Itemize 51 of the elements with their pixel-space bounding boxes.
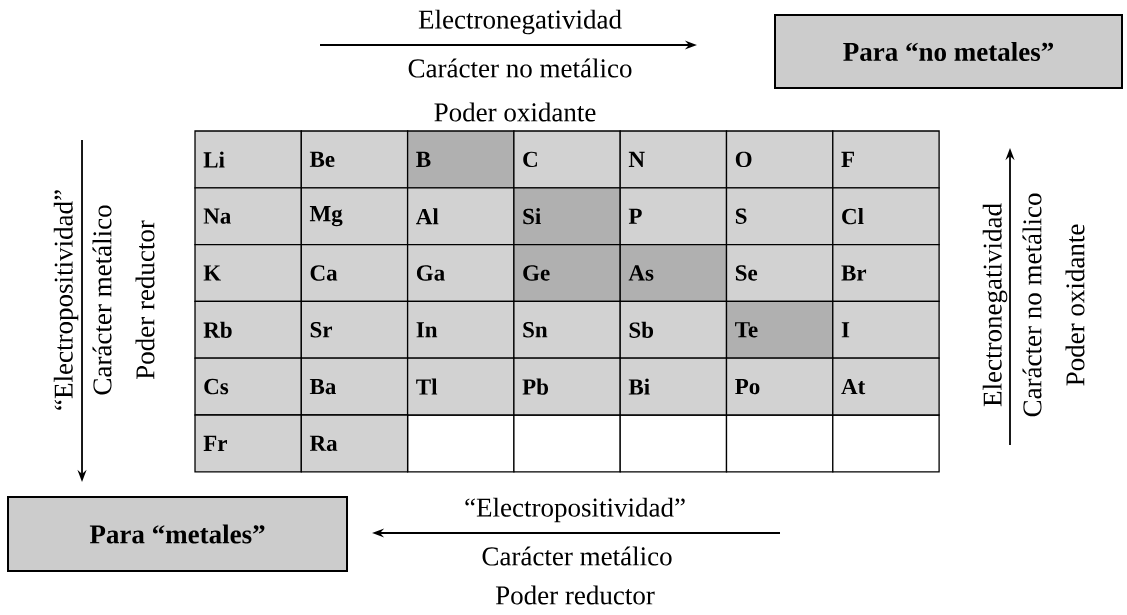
element-cell: B	[406, 130, 515, 189]
element-cell: Se	[725, 243, 834, 303]
trend-label: Carácter metálico	[482, 546, 672, 566]
trend-label: Poder oxidante	[1065, 224, 1085, 386]
element-cell: Mg	[300, 187, 409, 246]
element-cell: S	[725, 187, 834, 246]
element-cell: I	[832, 300, 940, 359]
label-box: Para “metales”	[7, 496, 348, 572]
trend-label: Poder oxidante	[434, 102, 596, 122]
element-cell: F	[832, 130, 940, 189]
element-cell: Te	[725, 300, 834, 359]
element-cell: Sn	[513, 300, 621, 359]
trend-label: Electronegatividad	[982, 203, 1008, 407]
trend-label: Carácter no metálico	[408, 58, 632, 78]
element-cell: Tl	[406, 357, 515, 416]
element-cell: As	[619, 243, 728, 303]
element-cell: Na	[194, 187, 302, 246]
element-cell: Ba	[300, 357, 409, 416]
trend-label: Electronegatividad	[418, 9, 622, 35]
element-cell: Cs	[194, 357, 302, 416]
element-cell: Sr	[300, 300, 409, 359]
trend-label: “Electropositividad”	[465, 497, 685, 523]
trend-label: Carácter no metálico	[1022, 193, 1042, 417]
trend-label: “Electropositividad”	[53, 190, 79, 410]
element-cell: Rb	[194, 300, 302, 359]
element-cell: Li	[194, 130, 302, 189]
element-cell: Ra	[300, 414, 409, 473]
element-cell: O	[725, 130, 834, 189]
element-cell: Cl	[832, 187, 940, 246]
element-cell: K	[194, 243, 302, 303]
trend-label: Poder reductor	[135, 220, 155, 380]
element-cell: P	[619, 187, 728, 246]
element-cell: Bi	[619, 357, 728, 416]
element-cell: At	[832, 357, 940, 416]
trend-label: Poder reductor	[495, 585, 655, 605]
element-cell: N	[619, 130, 728, 189]
trend-label: Carácter metálico	[92, 205, 112, 395]
element-cell: Br	[832, 243, 940, 303]
element-cell: In	[406, 300, 515, 359]
element-cell: Sb	[619, 300, 728, 359]
element-cell: Si	[513, 187, 621, 246]
element-cell: Fr	[194, 414, 302, 473]
element-cell: Po	[725, 357, 834, 416]
element-cell: Ge	[513, 243, 621, 303]
element-cell: Pb	[513, 357, 621, 416]
element-cell: Ca	[300, 243, 409, 303]
element-cell: Al	[406, 187, 515, 246]
element-cell: Ga	[406, 243, 515, 303]
label-box: Para “no metales”	[774, 14, 1123, 89]
element-cell: Be	[300, 130, 409, 189]
element-cell: C	[513, 130, 621, 189]
